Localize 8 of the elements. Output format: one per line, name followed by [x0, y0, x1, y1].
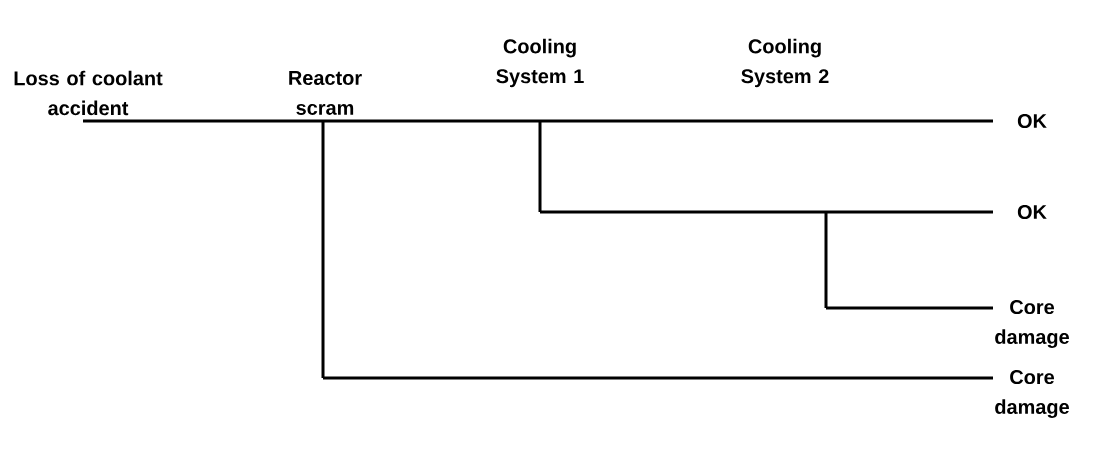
- header-label: Reactor scram: [289, 71, 362, 115]
- outcome-label: OK: [1017, 204, 1047, 220]
- outcome-label: Core damage: [995, 300, 1069, 348]
- outcome-label: Core damage: [995, 370, 1069, 418]
- header-label: Cooling System 2: [741, 38, 829, 88]
- header-label: Loss of coolant accident: [14, 70, 163, 116]
- outcome-label: OK: [1017, 113, 1047, 129]
- header-label: Cooling System 1: [496, 38, 584, 88]
